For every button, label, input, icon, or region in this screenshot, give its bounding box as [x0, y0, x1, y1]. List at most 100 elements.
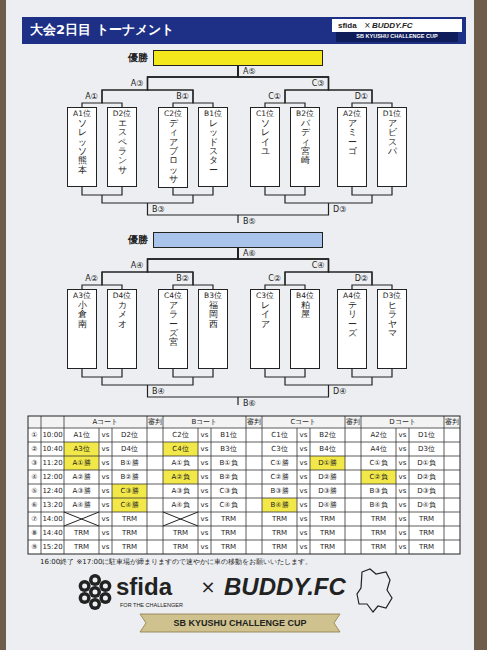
table-cell: A③負 — [163, 484, 198, 498]
seed-label: C4位 — [159, 291, 187, 300]
table-cell: 10:00 — [41, 428, 64, 442]
logo-text: SB KYUSHU CHALLENGE CUP — [173, 618, 306, 628]
team-box: D1位アビスパ — [377, 107, 407, 187]
team-name: ヒラヤマ — [388, 301, 397, 338]
table-cell: TRM — [262, 512, 297, 526]
table-cell: B②負 — [211, 470, 246, 484]
referee-header: 審判 — [147, 416, 163, 428]
table-cell: A②勝 — [64, 470, 99, 484]
table-cell: vs — [396, 540, 409, 554]
table-cell: vs — [198, 512, 211, 526]
referee-header: 審判 — [444, 416, 460, 428]
bracket-line — [238, 248, 329, 289]
table-cell: ⑤ — [28, 484, 41, 498]
referee-header: 審判 — [345, 416, 361, 428]
table-cell: D②負 — [409, 470, 444, 484]
bracket-line — [148, 248, 239, 289]
table-cell: A4位 — [361, 442, 396, 456]
bracket-line — [148, 66, 239, 107]
match-code: B⑤ — [242, 217, 257, 226]
table-cell: TRM — [262, 526, 297, 540]
logo-text: BUDDY.FC — [224, 573, 346, 601]
table-cell: vs — [297, 498, 310, 512]
bracket-line — [82, 66, 238, 107]
match-code: B① — [175, 92, 190, 101]
seed-label: C3位 — [251, 291, 279, 300]
bracket-line — [238, 248, 372, 289]
table-cell: B③負 — [361, 484, 396, 498]
team-name: 粕屋 — [301, 301, 310, 320]
table-cell: 12:40 — [41, 484, 64, 498]
table-cell: vs — [198, 428, 211, 442]
table-cell: vs — [297, 470, 310, 484]
table-cell: TRM — [262, 540, 297, 554]
team-name: 福岡西 — [209, 301, 218, 329]
team-box: B2位バディ宮崎 — [290, 107, 320, 187]
table-cell: 10:40 — [41, 442, 64, 456]
table-cell: D③勝 — [310, 484, 345, 498]
match-code: B④ — [151, 387, 166, 396]
team-box: D3位ヒラヤマ — [377, 289, 407, 369]
seed-label: A4位 — [338, 291, 366, 300]
match-code: A⑥ — [242, 249, 257, 258]
team-name: 小倉南 — [78, 301, 87, 329]
table-cell: TRM — [361, 526, 396, 540]
team-name: アミーゴ — [348, 119, 357, 156]
table-cell: D1位 — [409, 428, 444, 442]
table-cell: 11:20 — [41, 456, 64, 470]
table-cell: vs — [396, 456, 409, 470]
court-header: Bコート — [163, 416, 246, 428]
seed-label: B2位 — [291, 109, 319, 118]
table-cell: ④ — [28, 470, 41, 484]
table-cell: ② — [28, 442, 41, 456]
table-cell: B2位 — [310, 428, 345, 442]
team-box: C1位ソレイユ — [250, 107, 280, 187]
team-box: C3位レイア — [250, 289, 280, 369]
table-cell: A④勝 — [64, 498, 99, 512]
table-cell: ③ — [28, 456, 41, 470]
team-box: C2位ディアブロッサ — [158, 107, 188, 188]
sheet-title: 大会2日目 トーナメント — [30, 22, 174, 38]
team-box: A3位小倉南 — [67, 289, 97, 369]
table-cell: C①負 — [361, 456, 396, 470]
bracket-line — [238, 66, 329, 107]
team-name: カメオ — [118, 301, 127, 329]
team-name: ソレイユ — [261, 119, 270, 156]
table-cell: A④負 — [163, 498, 198, 512]
bracket-line — [238, 248, 392, 289]
table-cell: 15:20 — [41, 540, 64, 554]
table-cell: C②負 — [361, 470, 396, 484]
table-cell: vs — [297, 442, 310, 456]
table-cell: TRM — [409, 540, 444, 554]
table-cell: vs — [198, 540, 211, 554]
seed-label: D1位 — [378, 109, 406, 118]
seed-label: D3位 — [378, 291, 406, 300]
seed-label: C1位 — [251, 109, 279, 118]
table-cell: C④勝 — [112, 498, 147, 512]
seed-label: A3位 — [68, 291, 96, 300]
bracket-line — [102, 248, 238, 289]
table-cell: vs — [396, 512, 409, 526]
table-cell: 13:20 — [41, 498, 64, 512]
table-cell: TRM — [310, 512, 345, 526]
seed-label: A2位 — [338, 109, 366, 118]
logo-text: SB KYUSHU CHALLENGE CUP — [356, 33, 437, 39]
table-cell: D4位 — [112, 442, 147, 456]
table-cell: C③負 — [211, 484, 246, 498]
match-code: B⑥ — [242, 399, 257, 408]
table-cell: D①勝 — [310, 456, 345, 470]
champion-label: 優勝 — [128, 51, 148, 64]
table-cell: A③勝 — [64, 484, 99, 498]
table-cell: TRM — [112, 540, 147, 554]
team-name: ソレッソ熊本 — [78, 119, 87, 175]
table-cell: 14:00 — [41, 512, 64, 526]
table-cell: vs — [297, 526, 310, 540]
table-cell: A①勝 — [64, 456, 99, 470]
table-cell: A2位 — [361, 428, 396, 442]
bracket-line — [238, 66, 372, 107]
table-cell: vs — [396, 484, 409, 498]
table-cell: TRM — [310, 526, 345, 540]
logo-text: sfida — [338, 21, 357, 30]
table-cell: vs — [297, 512, 310, 526]
